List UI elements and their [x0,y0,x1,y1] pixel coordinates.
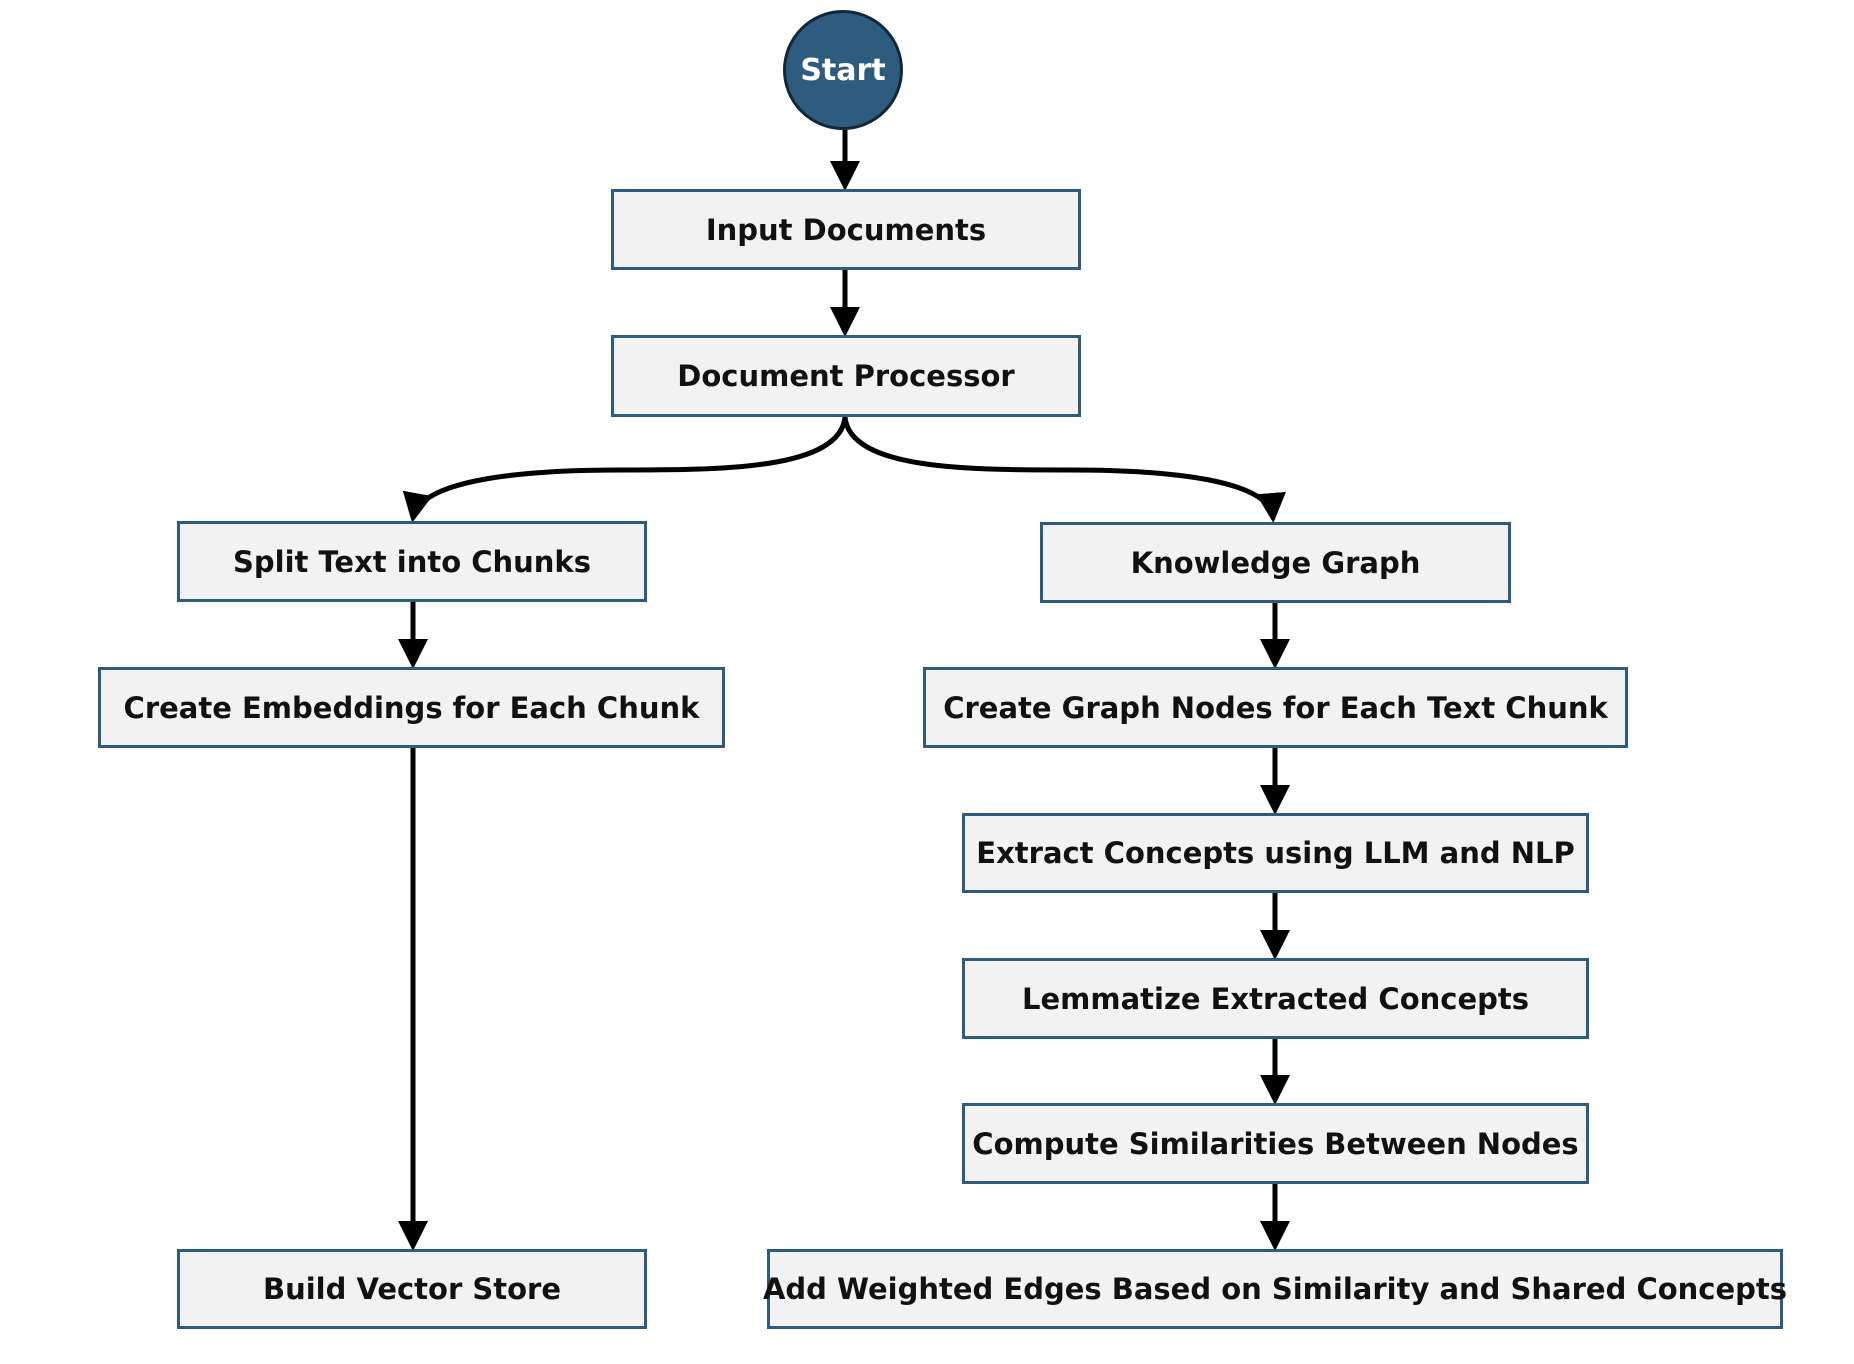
node-compute-similarities: Compute Similarities Between Nodes [962,1103,1589,1184]
start-node: Start [783,10,903,130]
node-document-processor: Document Processor [611,335,1081,417]
arrow-processor-to-knowledge-graph [842,416,1286,523]
node-input-documents: Input Documents [611,189,1081,270]
arrow-processor-to-split [402,416,848,523]
node-lemmatize-label: Lemmatize Extracted Concepts [1021,981,1530,1016]
node-input-documents-label: Input Documents [705,212,987,247]
node-create-graph-nodes: Create Graph Nodes for Each Text Chunk [923,667,1628,748]
node-split-text-label: Split Text into Chunks [233,544,591,579]
node-create-embeddings-label: Create Embeddings for Each Chunk [123,690,700,725]
node-build-vector-store: Build Vector Store [177,1249,647,1329]
node-document-processor-label: Document Processor [677,359,1015,393]
node-build-vector-store-label: Build Vector Store [262,1272,562,1306]
node-extract-concepts-label: Extract Concepts using LLM and NLP [976,836,1575,870]
node-extract-concepts: Extract Concepts using LLM and NLP [962,813,1589,893]
node-create-graph-nodes-label: Create Graph Nodes for Each Text Chunk [943,690,1608,725]
node-create-embeddings: Create Embeddings for Each Chunk [98,667,725,748]
node-knowledge-graph-label: Knowledge Graph [1130,545,1421,580]
node-knowledge-graph: Knowledge Graph [1040,522,1511,603]
node-lemmatize: Lemmatize Extracted Concepts [962,958,1589,1039]
node-add-weighted-edges: Add Weighted Edges Based on Similarity a… [763,1249,1787,1329]
node-split-text: Split Text into Chunks [177,521,647,602]
start-label: Start [800,52,886,88]
node-add-weighted-edges-label: Add Weighted Edges Based on Similarity a… [762,1272,1788,1306]
node-compute-similarities-label: Compute Similarities Between Nodes [972,1126,1579,1161]
